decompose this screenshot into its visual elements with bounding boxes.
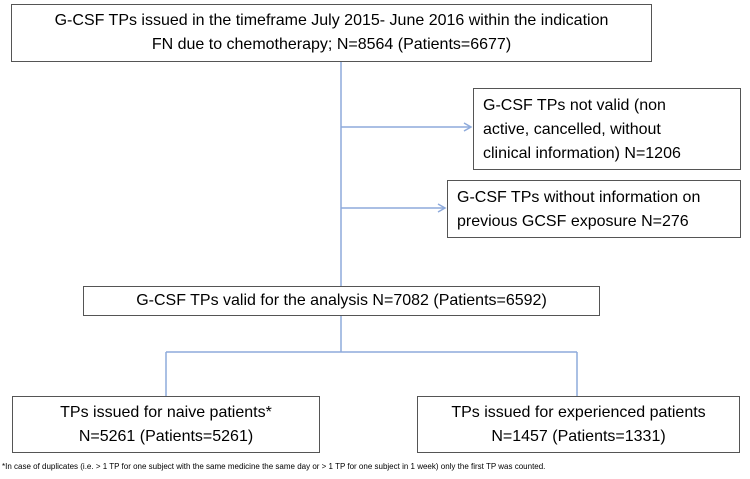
branch-not-valid-arrowhead xyxy=(463,122,473,132)
box-not-valid-line2: active, cancelled, without xyxy=(483,121,661,138)
box-top-line1: G-CSF TPs issued in the timeframe July 2… xyxy=(54,12,609,29)
box-not-valid: G-CSF TPs not valid (non active, cancell… xyxy=(473,88,741,170)
box-naive-line1: TPs issued for naive patients* xyxy=(60,404,272,421)
footnote: *In case of duplicates (i.e. > 1 TP for … xyxy=(2,462,546,471)
box-experienced-line2: N=1457 (Patients=1331) xyxy=(491,428,666,445)
box-experienced-line1: TPs issued for experienced patients xyxy=(451,404,706,421)
box-naive-line2: N=5261 (Patients=5261) xyxy=(78,428,254,445)
box-no-info-line2: previous GCSF exposure N=276 xyxy=(457,213,689,230)
box-valid: G-CSF TPs valid for the analysis N=7082 … xyxy=(83,286,600,316)
box-no-info-line1: G-CSF TPs without information on xyxy=(457,189,701,206)
box-not-valid-line3: clinical information) N=1206 xyxy=(483,145,681,162)
box-top-line2: FN due to chemotherapy; N=8564 (Patients… xyxy=(151,36,512,53)
branch-no-info-arrowhead xyxy=(437,203,447,213)
box-naive: TPs issued for naive patients* N=5261 (P… xyxy=(12,396,320,453)
box-experienced: TPs issued for experienced patients N=14… xyxy=(417,396,740,453)
box-top-issued: G-CSF TPs issued in the timeframe July 2… xyxy=(11,4,652,62)
box-no-info: G-CSF TPs without information on previou… xyxy=(447,180,741,238)
box-not-valid-line1: G-CSF TPs not valid (non xyxy=(483,97,666,114)
box-valid-line1: G-CSF TPs valid for the analysis N=7082 … xyxy=(136,292,547,309)
